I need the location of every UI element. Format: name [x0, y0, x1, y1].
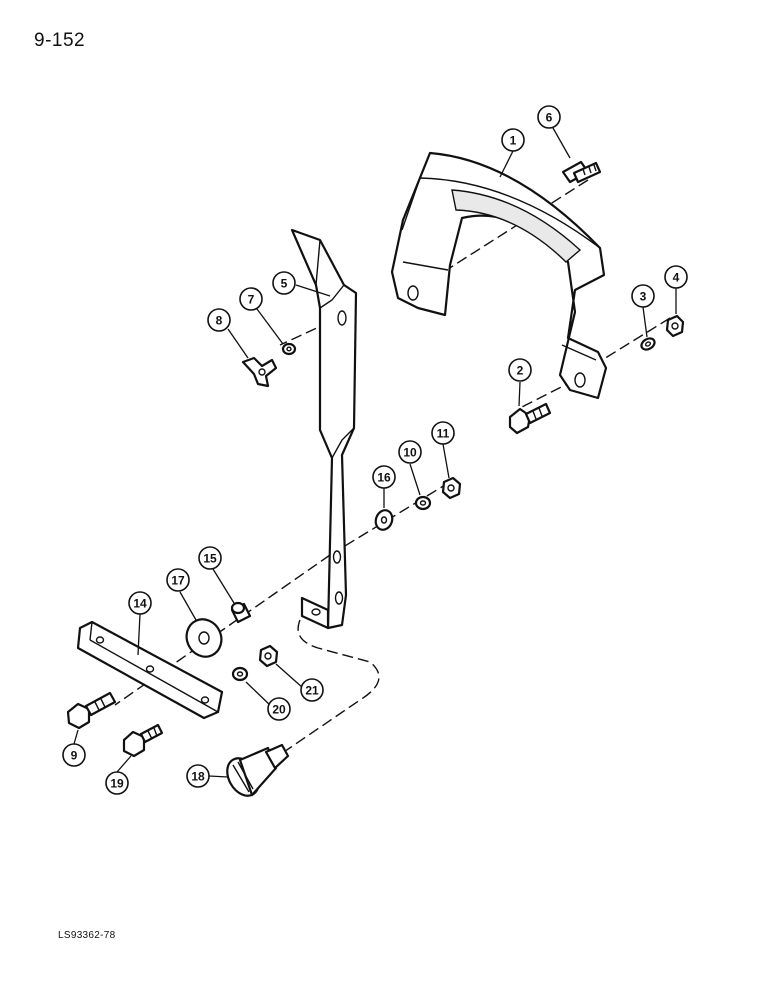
callout-9: 9 — [62, 743, 86, 767]
svg-text:16: 16 — [377, 471, 391, 485]
bolt-2-part — [508, 402, 552, 435]
svg-text:7: 7 — [248, 293, 255, 307]
callout-1: 1 — [501, 128, 525, 152]
callout-15: 15 — [198, 546, 222, 570]
svg-text:10: 10 — [403, 446, 417, 460]
arch-bracket-part — [390, 151, 608, 400]
svg-text:1: 1 — [510, 134, 517, 148]
washer-3-part — [640, 337, 656, 351]
svg-text:5: 5 — [281, 277, 288, 291]
svg-text:20: 20 — [272, 703, 286, 717]
flat-bar-14-part — [76, 620, 224, 720]
svg-text:18: 18 — [191, 770, 205, 784]
washer-16-part — [374, 509, 394, 531]
lever-plate-part — [290, 228, 358, 630]
callout-20: 20 — [267, 697, 291, 721]
callout-11: 11 — [431, 421, 455, 445]
svg-text:15: 15 — [203, 552, 217, 566]
callout-21: 21 — [300, 678, 324, 702]
callout-4: 4 — [664, 265, 688, 289]
callout-7: 7 — [239, 287, 263, 311]
svg-text:19: 19 — [110, 777, 124, 791]
callout-10: 10 — [398, 440, 422, 464]
nut-11-part — [441, 476, 462, 500]
leader-lines — [73, 127, 677, 778]
callout-18: 18 — [186, 764, 210, 788]
washer-7-part — [281, 342, 297, 356]
bolt-19-part — [122, 723, 164, 758]
washer-20-part — [231, 666, 249, 682]
svg-text:14: 14 — [133, 597, 147, 611]
svg-text:21: 21 — [305, 684, 319, 698]
spacer-15-part — [230, 601, 252, 624]
callout-8: 8 — [207, 308, 231, 332]
wing-nut-8-part — [241, 356, 278, 388]
svg-text:3: 3 — [640, 290, 647, 304]
callout-5: 5 — [272, 271, 296, 295]
svg-text:11: 11 — [437, 427, 450, 441]
knob-18-part — [226, 743, 290, 797]
nut-4-part — [665, 314, 685, 338]
callout-17: 17 — [166, 568, 190, 592]
callout-16: 16 — [372, 465, 396, 489]
bolt-6-part — [561, 160, 602, 184]
nut-21-part — [258, 644, 279, 668]
washer-10-part — [414, 495, 432, 511]
svg-text:9: 9 — [71, 749, 78, 763]
svg-text:4: 4 — [673, 271, 680, 285]
drawing-code: LS93362-78 — [58, 930, 116, 941]
callout-3: 3 — [631, 284, 655, 308]
svg-text:17: 17 — [171, 574, 185, 588]
washer-17-part — [185, 618, 223, 658]
bolt-9-part — [66, 691, 117, 730]
callout-19: 19 — [105, 771, 129, 795]
callout-14: 14 — [128, 591, 152, 615]
svg-text:2: 2 — [517, 364, 524, 378]
callout-6: 6 — [537, 105, 561, 129]
callout-2: 2 — [508, 358, 532, 382]
svg-text:6: 6 — [546, 111, 553, 125]
svg-text:8: 8 — [216, 314, 223, 328]
page-number: 9-152 — [34, 30, 86, 51]
